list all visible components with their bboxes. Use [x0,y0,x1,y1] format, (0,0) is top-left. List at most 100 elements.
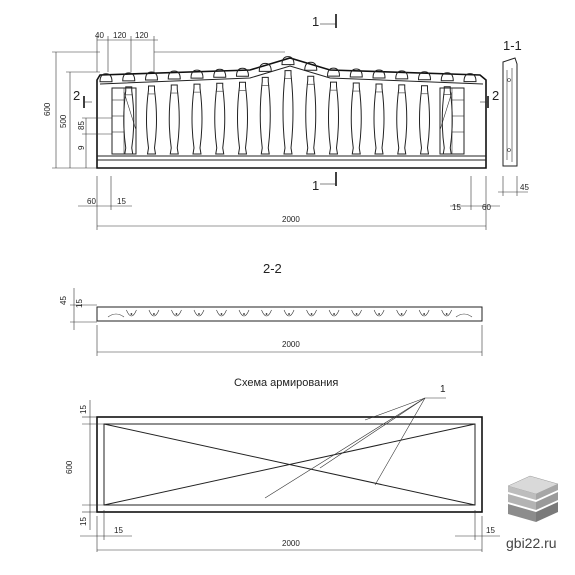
baluster [328,81,339,155]
post-cap [395,70,409,80]
strip-hole-dot [198,313,200,315]
dim-2000-top: 2000 [282,215,300,224]
section-2-2: 2-2 45 15 2000 [59,261,483,356]
baluster [168,84,180,155]
strip-hole [418,309,430,317]
strip-hole-dot [220,313,223,315]
section-2-right: 2 [492,88,499,103]
post-cap [281,56,295,66]
section-11-title: 1-1 [503,38,522,53]
reinf-outer [96,416,483,513]
post-cap [349,68,363,78]
panel-elevation: 40 120 120 600 500 85 9 2 2 1 1 [43,14,500,230]
strip-hole [238,309,250,317]
baluster [237,81,248,155]
dim-85: 85 [77,121,86,130]
strip-hole [126,309,137,317]
dim-600-top: 600 [43,102,52,116]
dim-2000-bot: 2000 [282,539,300,548]
dim-45-strip: 45 [59,296,68,305]
dim-600-reinf: 600 [65,460,74,474]
strip-hole-dot [333,313,335,315]
strip-hole [306,309,317,317]
strip-hole [171,309,182,317]
strip-hole [216,309,227,317]
dim-500: 500 [59,114,68,128]
strip-hole-dot [153,313,155,315]
post-cap [440,72,454,82]
gbi22-logo: gbi22.ru [506,475,559,551]
reinforcement-scheme: Схема армирования 1 15 600 15 15 15 2000 [65,377,500,552]
strip-hole-dot [265,313,268,315]
strip-hole-dot [400,313,403,315]
post-cap [258,62,272,72]
strip-hole-dot [130,313,133,315]
panel-outline [96,57,487,169]
section-22-title: 2-2 [263,261,282,276]
balusters [123,70,453,155]
reinf-title: Схема армирования [234,377,338,389]
baluster [146,85,157,155]
baluster [123,86,135,155]
dim-60-right: 60 [482,203,491,212]
strip-hole [328,309,340,317]
strip-hole-dot [243,313,245,315]
strip-hole [261,309,272,317]
top-rail [99,65,484,85]
post-cap [190,69,204,79]
strip-hole [351,309,362,317]
strip-hole [441,309,452,317]
dim-15-strip: 15 [75,299,84,308]
post-cap [144,71,159,81]
post-cap [213,68,227,78]
post-cap [235,67,250,77]
dim-15-reinf-bot: 15 [79,517,88,526]
strip-hole [373,309,385,317]
baluster [373,83,385,155]
strip-hole-dot [355,313,358,315]
baluster [305,75,317,155]
dim-15-left: 15 [117,197,126,206]
dim-15-reinf-top: 15 [79,405,88,414]
strip-hole-dot [310,313,313,315]
post-cap [304,61,318,71]
dim-45-side: 45 [520,183,529,192]
strip-hole [283,309,295,317]
dim-15-reinf-right: 15 [486,526,495,535]
strip-hole [148,309,160,317]
dim-60-left: 60 [87,197,96,206]
strip-holes [126,309,452,317]
baluster [396,84,408,155]
section-1-top: 1 [312,14,319,29]
strip-hole [193,309,205,317]
post-cap [372,69,386,79]
post-cap [417,71,432,81]
post-cap [326,67,341,77]
post-cap [463,73,477,83]
section-1-1: 1-1 45 [498,38,529,196]
section-1-bottom: 1 [312,178,319,193]
dim-120b: 120 [135,31,149,40]
dim-2000-mid: 2000 [282,340,300,349]
baluster [441,86,453,155]
baluster [214,82,226,155]
reinf-diag-2 [103,423,476,506]
post-cap [167,70,181,80]
dim-120a: 120 [113,31,127,40]
baluster [259,76,271,155]
strip-hole-dot [288,313,290,315]
baluster [282,70,294,155]
reinf-inner [103,423,476,506]
post-cap [122,72,136,82]
dim-15-right: 15 [452,203,461,212]
post-cap [99,73,113,83]
dim-15-reinf-left: 15 [114,526,123,535]
dim-40: 40 [95,31,104,40]
baluster [419,85,430,155]
dim-9: 9 [77,145,86,150]
baluster [350,82,362,155]
stacked-slabs-icon [507,475,559,522]
strip-hole-dot [175,313,178,315]
strip-hole-dot [445,313,448,315]
